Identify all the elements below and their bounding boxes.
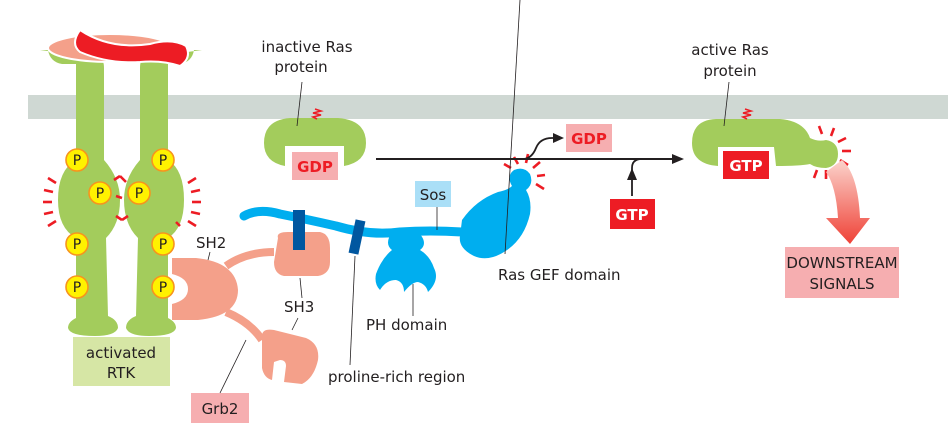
phosphate-circle: [65, 232, 89, 256]
gtp-uptake-arrowhead: [627, 168, 637, 180]
active-ras-label-line2: protein: [703, 62, 756, 80]
active-ras-lipid-anchor: [740, 108, 754, 120]
gtp-bound-label: GTP: [729, 157, 762, 175]
phosphate-label: P: [159, 237, 167, 253]
phosphate-1: P: [65, 148, 89, 172]
grb2-linker-lower: [224, 308, 266, 343]
proline-rich-block: [348, 219, 366, 255]
grb2-adaptor: [172, 232, 330, 384]
grb2-label: Grb2: [202, 400, 239, 418]
sos-protein: [239, 153, 546, 292]
phosphate-5: P: [151, 148, 175, 172]
ph-domain-shape: [375, 232, 436, 292]
sh2-label: SH2: [196, 234, 226, 252]
inactive-ras-label-line2: protein: [274, 58, 327, 76]
inactive-ras-lipid-anchor: [310, 108, 324, 120]
phosphate-label: P: [159, 280, 167, 296]
gdp-release-arrowhead: [553, 133, 564, 143]
phosphate-label: P: [135, 186, 143, 202]
activated-rtk-label-box: [73, 337, 170, 386]
phosphate-label: P: [73, 280, 81, 296]
grb2-label-box: [191, 393, 249, 423]
rtk-activation-rays: [43, 174, 201, 228]
phosphate-circle: [127, 181, 151, 205]
gtp-bound-box: [723, 151, 769, 179]
gdp-bound-box: [292, 152, 338, 180]
grb2-sh3-domain-lower: [262, 329, 319, 384]
main-arrowhead: [672, 154, 684, 164]
gdp-bound-label: GDP: [297, 158, 333, 176]
active-ras-protein: [692, 119, 838, 168]
gtp-incoming-box: [610, 199, 655, 229]
phosphate-2: P: [88, 181, 112, 205]
phosphate-circle: [151, 275, 175, 299]
gdp-released-label: GDP: [571, 130, 607, 148]
sh3-label: SH3: [284, 298, 314, 316]
ras-gef-domain-label: Ras GEF domain: [498, 266, 621, 284]
ligand-red: [74, 28, 189, 68]
phosphate-3: P: [65, 232, 89, 256]
downstream-arrow: [826, 160, 870, 244]
phosphate-label: P: [73, 237, 81, 253]
downstream-signals-line1: DOWNSTREAM: [786, 254, 897, 272]
activated-rtk: [40, 28, 202, 336]
sos-label: Sos: [420, 186, 447, 204]
sos-label-box: [415, 181, 451, 207]
gdp-release-arrow: [523, 137, 556, 160]
activated-rtk-label-line2: RTK: [107, 364, 136, 382]
phosphate-circle: [151, 232, 175, 256]
phosphate-circle: [151, 148, 175, 172]
grb2-sh3-domain-upper: [274, 232, 330, 276]
phosphate-circle: [65, 275, 89, 299]
grb2-sh2-domain: [172, 258, 238, 320]
proline-rich-region-label: proline-rich region: [328, 368, 465, 386]
phosphate-label: P: [159, 153, 167, 169]
phosphate-groups: P P P P P P P P: [65, 148, 175, 299]
rtk-left-receptor: [40, 50, 120, 336]
gtp-uptake-arrow: [631, 158, 643, 196]
inactive-ras-protein: [264, 118, 366, 166]
proline-rich-block-bound: [293, 210, 305, 250]
ph-domain-label: PH domain: [366, 316, 447, 334]
phosphate-4: P: [65, 275, 89, 299]
phosphate-circle: [88, 181, 112, 205]
inactive-ras-label-line1: inactive Ras: [261, 38, 352, 56]
gdp-released-box: [566, 124, 612, 152]
phosphate-8: P: [151, 275, 175, 299]
activated-rtk-label-line1: activated: [86, 344, 156, 362]
ras-gef-domain: [459, 168, 532, 259]
downstream-signals-box: [785, 247, 899, 298]
phosphate-7: P: [151, 232, 175, 256]
active-ras-label-line1: active Ras: [691, 41, 769, 59]
rtk-right-receptor: [124, 50, 202, 336]
sos-backbone: [239, 206, 467, 238]
downstream-signals-line2: SIGNALS: [810, 275, 875, 293]
phosphate-circle: [65, 148, 89, 172]
phosphate-label: P: [73, 153, 81, 169]
phosphate-6: P: [127, 181, 151, 205]
grb2-linker-upper: [223, 248, 275, 270]
plasma-membrane: [28, 95, 948, 119]
phosphate-label: P: [96, 186, 104, 202]
gtp-incoming-label: GTP: [615, 206, 648, 224]
nucleotide-exchange-arrows: [376, 133, 684, 196]
